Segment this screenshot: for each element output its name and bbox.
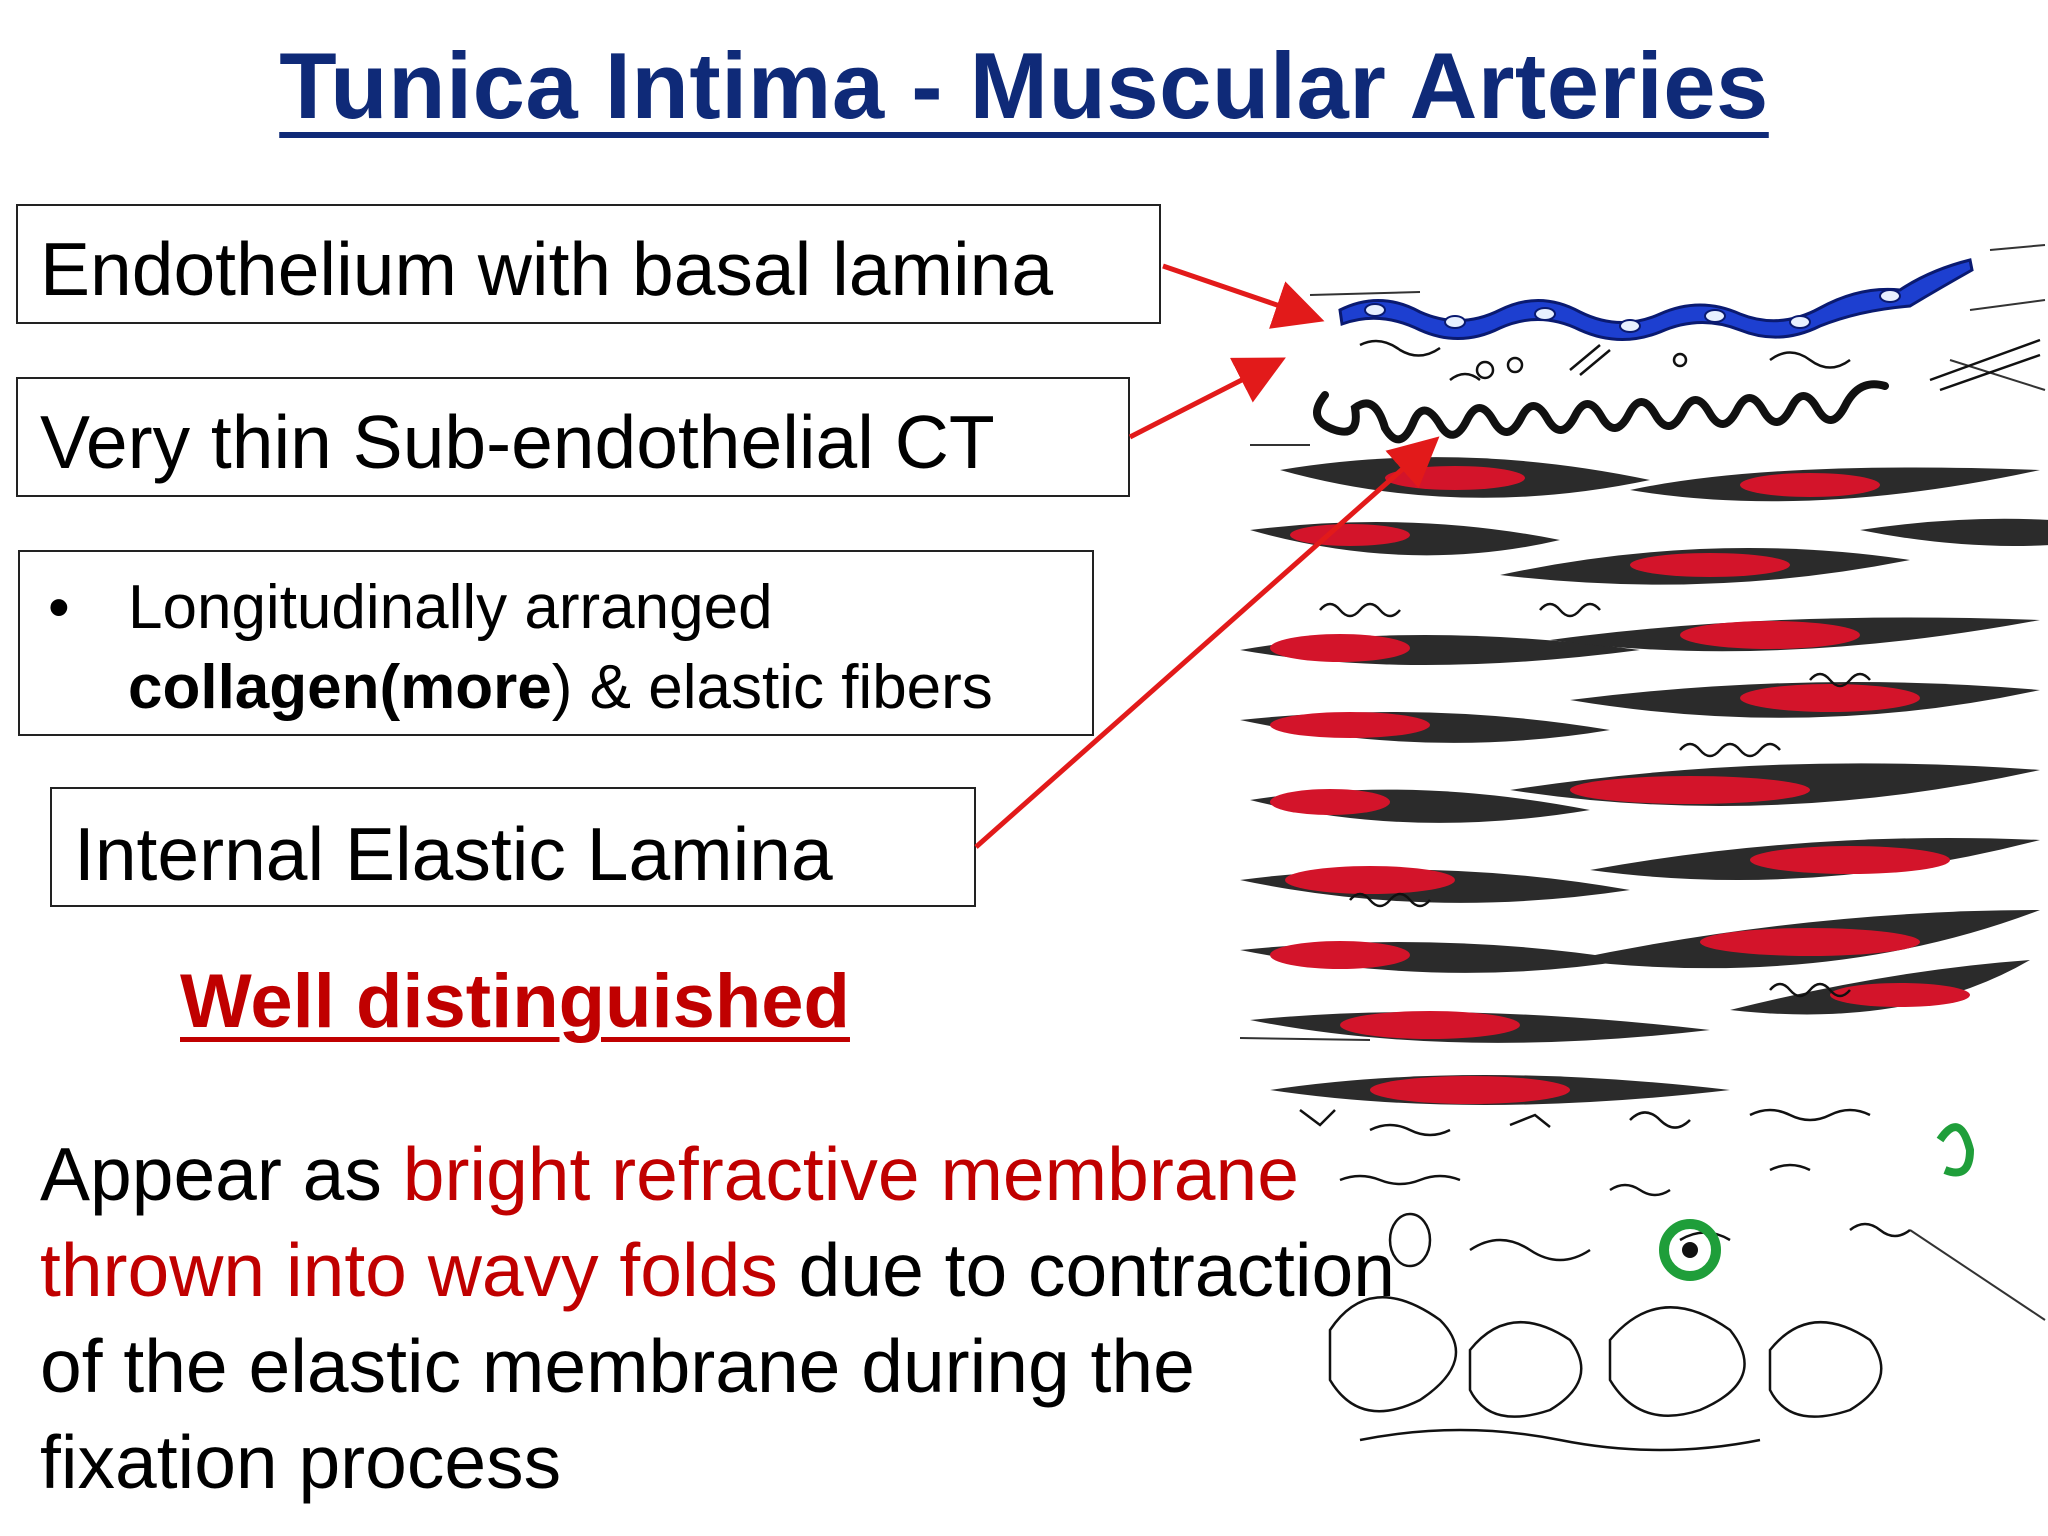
label-endothelium: Endothelium with basal lamina bbox=[16, 204, 1161, 324]
slide-title: Tunica Intima - Muscular Arteries bbox=[279, 33, 1769, 138]
artery-wall-illustration bbox=[1239, 244, 2048, 1452]
fibers-rest-text: ) & elastic fibers bbox=[551, 653, 993, 722]
well-distinguished-heading: Well distinguished bbox=[180, 959, 850, 1044]
bullet-icon: • bbox=[48, 573, 70, 642]
endothelium-band bbox=[1338, 258, 1974, 341]
description-highlight: bright refractive membrane thrown into w… bbox=[40, 1132, 1299, 1312]
elastic-fibers bbox=[1319, 602, 1871, 998]
label-iel-text: Internal Elastic Lamina bbox=[74, 812, 833, 896]
endothelium-layer bbox=[1338, 258, 1974, 341]
description-paragraph: Appear as bright refractive membrane thr… bbox=[40, 1126, 1420, 1510]
description-suffix: due to contraction of the elastic membra… bbox=[40, 1228, 1395, 1504]
fibers-line-2: collagen(more) & elastic fibers bbox=[128, 648, 993, 728]
label-subendothelial-text: Very thin Sub-endothelial CT bbox=[40, 400, 995, 484]
vasa-vasorum bbox=[1659, 1123, 1975, 1281]
description-prefix: Appear as bbox=[40, 1132, 403, 1216]
adventitia-ct bbox=[1299, 1108, 1911, 1452]
smooth-muscle-cells bbox=[1240, 457, 2048, 1105]
fibers-line-1: Longitudinally arranged bbox=[128, 573, 773, 642]
label-internal-elastic-lamina: Internal Elastic Lamina bbox=[50, 787, 976, 907]
fibers-bold-text: collagen(more bbox=[128, 653, 552, 722]
fibers-text: Longitudinally arranged collagen(more) &… bbox=[128, 568, 993, 728]
guide-lines bbox=[1239, 244, 2046, 1321]
label-subendothelial-ct: Very thin Sub-endothelial CT bbox=[16, 377, 1130, 497]
subendothelial-ct bbox=[1359, 338, 2041, 392]
label-fibers: • Longitudinally arranged collagen(more)… bbox=[18, 550, 1094, 736]
label-endothelium-text: Endothelium with basal lamina bbox=[40, 227, 1054, 311]
fibers-bullet-row: • Longitudinally arranged collagen(more)… bbox=[42, 568, 1070, 728]
internal-elastic-lamina bbox=[1313, 380, 1889, 444]
